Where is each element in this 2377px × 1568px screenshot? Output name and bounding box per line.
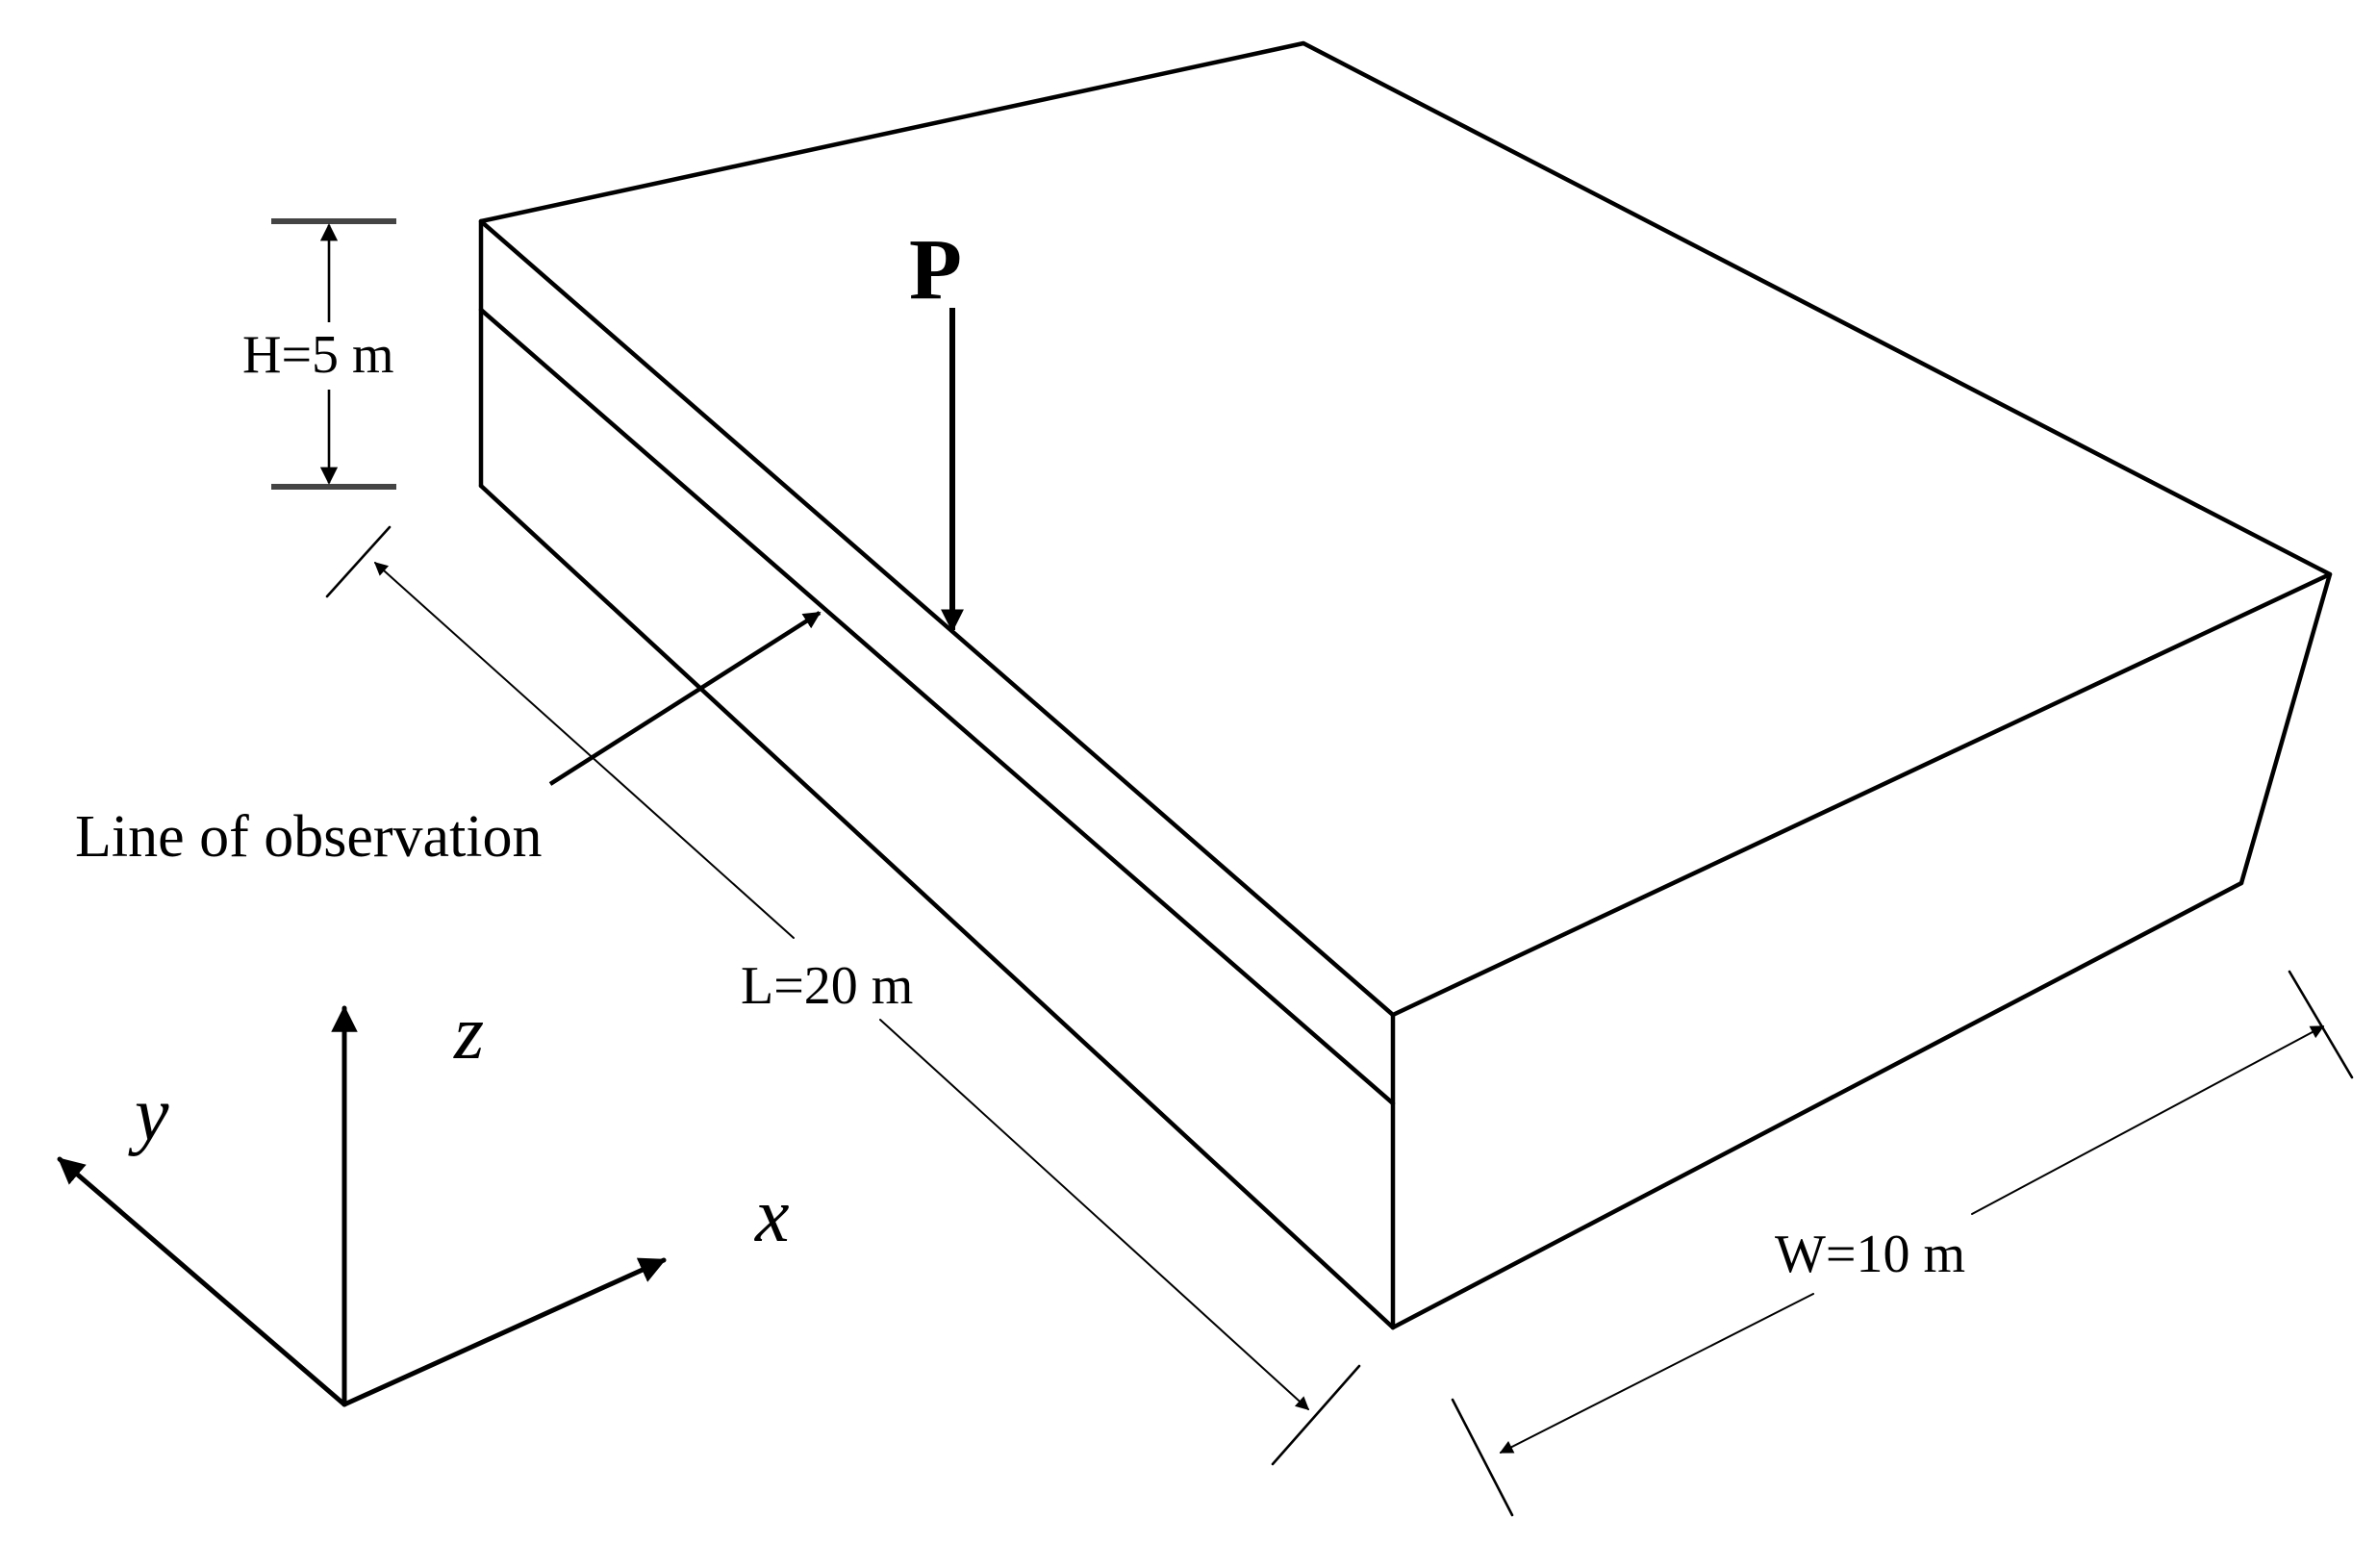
block-right-face bbox=[1393, 574, 2330, 1328]
z-axis-label: z bbox=[453, 991, 484, 1075]
block-front-face bbox=[481, 221, 1393, 1328]
coordinate-axes: z y x bbox=[57, 991, 790, 1407]
width-tick-end bbox=[2288, 970, 2354, 1079]
observation-leader-arrow bbox=[548, 611, 822, 786]
block-right-vertical-edge bbox=[2238, 571, 2333, 886]
observation-line bbox=[478, 307, 1396, 1106]
length-tick-end bbox=[1271, 1364, 1361, 1466]
y-axis-arrow bbox=[57, 1156, 347, 1407]
soil-block bbox=[478, 40, 2333, 1330]
width-line-right bbox=[1971, 1025, 2325, 1215]
block-bottom-front-edge bbox=[478, 483, 1396, 1330]
length-dimension: L=20 m bbox=[325, 525, 1361, 1466]
observation-label: Line of observation bbox=[75, 804, 543, 870]
length-line-lower bbox=[879, 1019, 1310, 1410]
x-axis-arrow bbox=[341, 1257, 667, 1407]
width-tick-start bbox=[1451, 1398, 1514, 1517]
width-line-left bbox=[1499, 1293, 1814, 1454]
width-dimension: W=10 m bbox=[1451, 970, 2354, 1517]
length-tick-start bbox=[325, 525, 392, 598]
y-axis-label: y bbox=[128, 1073, 169, 1157]
block-top-face bbox=[481, 43, 2330, 1015]
length-label: L=20 m bbox=[741, 956, 913, 1016]
load-label: P bbox=[909, 222, 962, 317]
height-dimension: H=5 m bbox=[242, 218, 396, 490]
block-bottom-right-edge bbox=[1390, 880, 2244, 1330]
load-arrow-group: P bbox=[909, 222, 964, 633]
length-line-upper bbox=[373, 562, 795, 939]
observation-callout: Line of observation bbox=[75, 611, 822, 870]
width-label: W=10 m bbox=[1775, 1225, 1965, 1284]
x-axis-label: x bbox=[754, 1174, 790, 1258]
height-label: H=5 m bbox=[242, 325, 394, 385]
